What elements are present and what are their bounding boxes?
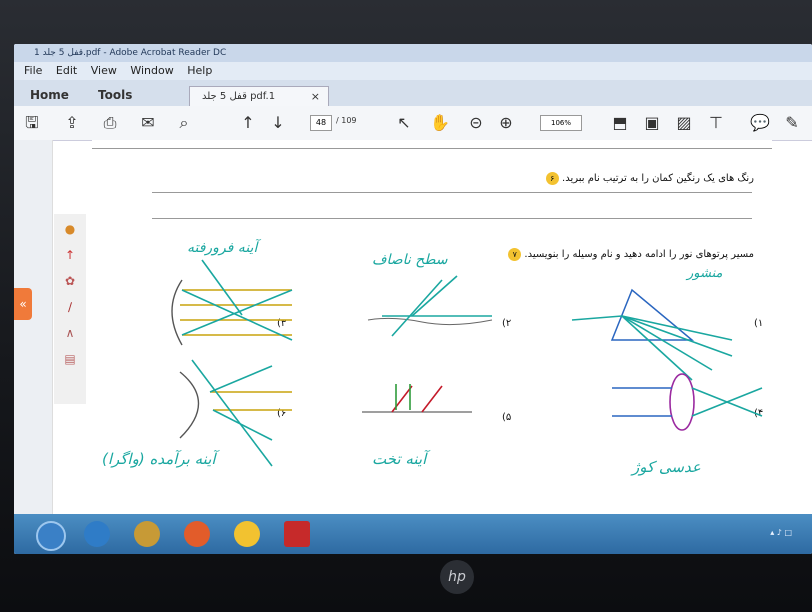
convex-mirror-shape bbox=[179, 371, 200, 439]
label-6: (۶ bbox=[277, 408, 287, 419]
concave-mirror-shape bbox=[171, 279, 183, 346]
handwriting-convex-lens: عدسی کوژ bbox=[632, 458, 701, 476]
tab-document-label: قفل 5 جلد pdf.1 bbox=[202, 91, 276, 102]
attach-icon[interactable]: ▤ bbox=[64, 352, 76, 366]
tools-side-panel: ● ↑ ✿ ∕ ∧ ▤ bbox=[54, 214, 86, 404]
sticker-icon[interactable]: ● bbox=[64, 222, 76, 236]
window-title: قفل 5 جلد 1.pdf - Adobe Acrobat Reader D… bbox=[34, 48, 227, 58]
fit-icon[interactable]: ⬒ bbox=[612, 113, 628, 132]
highlight-icon[interactable]: ∕ bbox=[67, 300, 73, 314]
ie-icon[interactable] bbox=[84, 521, 110, 547]
concave-yellow-rays bbox=[180, 289, 292, 336]
comment-icon[interactable]: 💬 bbox=[750, 113, 770, 132]
zoom-in-icon[interactable]: ⊕ bbox=[499, 113, 513, 132]
convex-lens-shape bbox=[669, 373, 695, 431]
prism-shape bbox=[610, 288, 695, 341]
answer-line-1 bbox=[152, 192, 752, 193]
collapse-panel-icon[interactable]: « bbox=[14, 288, 32, 320]
system-tray[interactable]: ▴ ♪ □ bbox=[770, 528, 792, 537]
answer-line-2 bbox=[152, 218, 752, 219]
page-number-input[interactable]: 48 bbox=[310, 115, 332, 131]
upload-icon[interactable]: ⇪ bbox=[65, 113, 79, 132]
handwriting-flat-mirror: آینه تخت bbox=[372, 450, 427, 468]
menu-edit[interactable]: Edit bbox=[55, 64, 78, 77]
menu-file[interactable]: File bbox=[24, 64, 43, 77]
toolbar: 🖫 ⇪ ⎙ ✉ ⌕ ↑ ↓ 48 / 109 ↖ ✋ ⊝ ⊕ 106% ⬒ ▣ … bbox=[14, 106, 812, 141]
fullscreen-icon[interactable]: ▨ bbox=[676, 113, 692, 132]
tab-home[interactable]: Home bbox=[30, 88, 69, 102]
scroll-icon[interactable]: ▣ bbox=[644, 113, 660, 132]
handwriting-convex-mirror: آینه برآمده (واگرا) bbox=[102, 450, 216, 468]
document-page: رنگ های یک رنگین کمان را به ترتیب نام بب… bbox=[92, 140, 772, 554]
page-count: / 109 bbox=[336, 116, 357, 125]
flat-mirror-red-rays bbox=[391, 385, 443, 413]
read-mode-icon[interactable]: ⊤ bbox=[709, 113, 723, 132]
search-icon[interactable]: ⌕ bbox=[179, 113, 189, 132]
zoom-select[interactable]: 106% bbox=[540, 115, 582, 131]
prev-page-icon[interactable]: ↑ bbox=[241, 113, 255, 132]
email-icon[interactable]: ✉ bbox=[141, 113, 155, 132]
left-rail bbox=[14, 140, 53, 554]
top-rule bbox=[92, 148, 772, 149]
prism-rays bbox=[571, 315, 733, 381]
collapse-up-icon[interactable]: ∧ bbox=[65, 326, 75, 340]
explorer-icon[interactable] bbox=[134, 521, 160, 547]
stamp-icon[interactable]: ✿ bbox=[64, 274, 76, 288]
media-icon[interactable] bbox=[184, 521, 210, 547]
label-4: (۴ bbox=[754, 408, 764, 419]
acrobat-icon[interactable] bbox=[284, 521, 310, 547]
label-3: (۳ bbox=[277, 318, 287, 329]
label-1: (۱ bbox=[754, 318, 764, 329]
convex-yellow-rays bbox=[210, 391, 292, 411]
label-5: (۵ bbox=[502, 412, 512, 423]
rough-surface-rays bbox=[382, 275, 492, 337]
question-6-number: ۶ bbox=[545, 172, 559, 185]
question-7: مسیر پرتوهای نور را ادامه دهید و نام وسی… bbox=[505, 248, 754, 261]
concave-teal-rays bbox=[181, 259, 293, 341]
handwriting-prism: منشور bbox=[687, 266, 723, 281]
question-6-text: رنگ های یک رنگین کمان را به ترتیب نام بب… bbox=[562, 173, 754, 184]
fill-sign-icon[interactable]: ↑ bbox=[64, 248, 76, 262]
tab-row: Home Tools قفل 5 جلد pdf.1 × bbox=[14, 80, 812, 106]
lens-incoming-rays bbox=[612, 387, 672, 417]
window-title-bar: قفل 5 جلد 1.pdf - Adobe Acrobat Reader D… bbox=[14, 44, 812, 62]
question-6: رنگ های یک رنگین کمان را به ترتیب نام بب… bbox=[543, 172, 754, 185]
hand-icon[interactable]: ✋ bbox=[430, 113, 450, 132]
flat-mirror-green-rays bbox=[395, 384, 411, 410]
question-7-text: مسیر پرتوهای نور را ادامه دهید و نام وسی… bbox=[524, 249, 754, 260]
question-7-number: ۷ bbox=[508, 248, 522, 261]
save-icon[interactable]: 🖫 bbox=[25, 113, 39, 132]
ray-diagrams bbox=[171, 259, 763, 467]
print-icon[interactable]: ⎙ bbox=[103, 113, 117, 132]
lens-outgoing-rays bbox=[691, 387, 763, 417]
taskbar: ▴ ♪ □ bbox=[14, 514, 812, 554]
menu-bar: File Edit View Window Help bbox=[14, 62, 812, 80]
pen-icon[interactable]: ✎ bbox=[785, 113, 799, 132]
menu-view[interactable]: View bbox=[90, 64, 117, 77]
select-icon[interactable]: ↖ bbox=[397, 113, 411, 132]
next-page-icon[interactable]: ↓ bbox=[271, 113, 285, 132]
chrome-icon[interactable] bbox=[234, 521, 260, 547]
handwriting-flat-surface: سطح ناصاف bbox=[372, 252, 448, 268]
hp-logo: hp bbox=[440, 560, 474, 594]
menu-window[interactable]: Window bbox=[130, 64, 174, 77]
menu-help[interactable]: Help bbox=[187, 64, 213, 77]
label-2: (۲ bbox=[502, 318, 512, 329]
start-icon[interactable] bbox=[36, 521, 66, 551]
screen: قفل 5 جلد 1.pdf - Adobe Acrobat Reader D… bbox=[14, 44, 812, 554]
tab-tools[interactable]: Tools bbox=[98, 88, 133, 102]
handwriting-concave-mirror: آینه فرورفته bbox=[187, 240, 258, 256]
close-tab-icon[interactable]: × bbox=[310, 90, 320, 103]
zoom-out-icon[interactable]: ⊝ bbox=[469, 113, 483, 132]
convex-teal-rays bbox=[191, 359, 273, 467]
rough-surface-shape bbox=[367, 317, 493, 326]
tab-document[interactable]: قفل 5 جلد pdf.1 × bbox=[189, 86, 329, 106]
